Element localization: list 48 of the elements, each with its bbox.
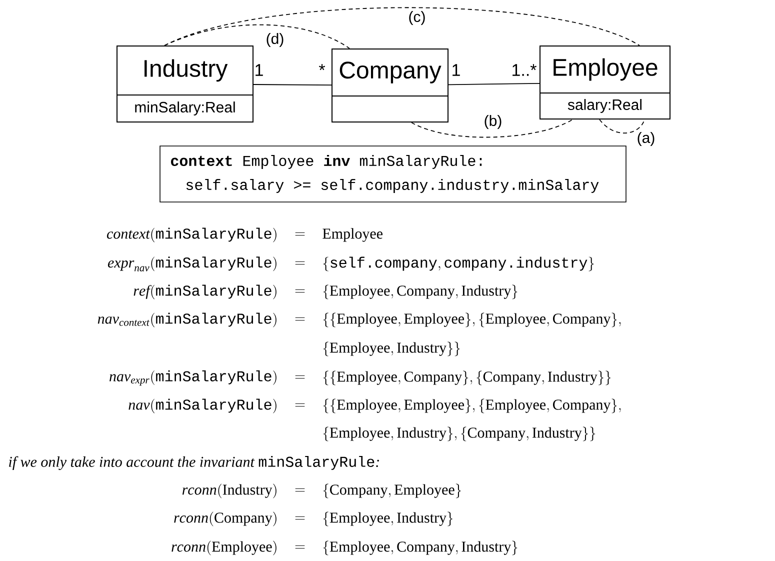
multiplicity: * [318,64,326,70]
equals-sign: $=$ [295,375,305,379]
association-line [448,82,540,86]
equals-sign: $=$ [295,261,305,265]
formula-value: $\{\mathrm{Employee}, \mathrm{Company}, \mathrm{Industry}\}$ [323,284,518,300]
formula-value: $\{\mathrm{Employee}, \mathrm{Industry}\}, \{\mathrm{Company}, \mathrm{Industry}\}\}$ [323,426,596,442]
equals-sign: $=$ [295,232,305,236]
formula-value: $\{\texttt{self.company}, \texttt{company.industry}\}$ [323,256,594,272]
formula-term: $\mathit{rconn}(\mathrm{Industry})$ [182,484,276,498]
equals-sign: $=$ [295,403,305,407]
edge-label: (d) [264,32,286,48]
class-box: Company [332,48,448,122]
formula-term: $\mathit{context}(\texttt{minSalaryRule})$ [106,228,276,242]
class-box: Employee salary:Real [540,46,670,120]
edge-label: (b) [482,114,504,130]
formula-value: $\{\mathrm{Employee}, \mathrm{Company}, \mathrm{Industry}\}$ [323,540,518,556]
multiplicity: 1 [256,64,263,76]
dashed-connector [599,119,645,134]
class-box: Industry minSalary:Real [116,46,254,122]
dashed-connector [164,7,640,46]
formula-value: $\{\{\mathrm{Employee}, \mathrm{Employee}\}, \{\mathrm{Employee}, \mathrm{Company}\},$ [323,398,621,414]
formula-term: $\mathit{expr}_{\mathit{nav}}(\texttt{minSalaryRule})$ [108,256,276,272]
formula-value: $\{\mathrm{Company}, \mathrm{Employee}\}$ [323,484,461,498]
formula-value: $\{\mathrm{Employee}, \mathrm{Industry}\}$ [323,512,453,526]
note-text: $\textit{if we only take into account the invariant }\texttt{minSalaryRule}\textit{:}$ [9,456,379,470]
formula-term: $\mathit{rconn}(\mathrm{Company})$ [174,512,276,526]
formula-term: $\mathit{nav}(\texttt{minSalaryRule})$ [128,398,276,414]
multiplicity: 1..* [512,64,536,76]
constraint-box: context Employee inv minSalaryRule: self.salary >= self.company.industry.minSalary [160,146,626,202]
equals-sign: $=$ [295,488,305,492]
dashed-connector [164,24,350,49]
association-line [253,84,332,86]
dashed-connector [411,119,573,138]
formula-value: $\{\{\mathrm{Employee}, \mathrm{Employee}\}, \{\mathrm{Employee}, \mathrm{Company}\},$ [323,312,621,328]
edge-label: (a) [636,131,656,147]
formula-term: $\mathit{rconn}(\mathrm{Employee})$ [172,540,276,556]
equals-sign: $=$ [295,289,305,293]
edge-label: (c) [407,10,427,26]
formula-value: $\mathrm{Employee}$ [322,228,382,242]
formula-term: $\mathit{nav}_{\mathit{context}}(\texttt{minSalaryRule})$ [98,312,276,328]
formula-term: $\mathit{nav}_{\mathit{expr}}(\texttt{minSalaryRule})$ [110,370,276,386]
multiplicity: 1 [452,64,460,76]
equals-sign: $=$ [295,516,305,520]
equals-sign: $=$ [295,317,305,321]
formula-value: $\{\mathrm{Employee}, \mathrm{Industry}\}\}$ [323,342,460,356]
formula-term: $\mathit{ref}(\texttt{minSalaryRule})$ [134,284,276,300]
formula-value: $\{\{\mathrm{Employee}, \mathrm{Company}\}, \{\mathrm{Company}, \mathrm{Industry}\}\}$ [323,370,611,386]
equals-sign: $=$ [295,545,305,549]
